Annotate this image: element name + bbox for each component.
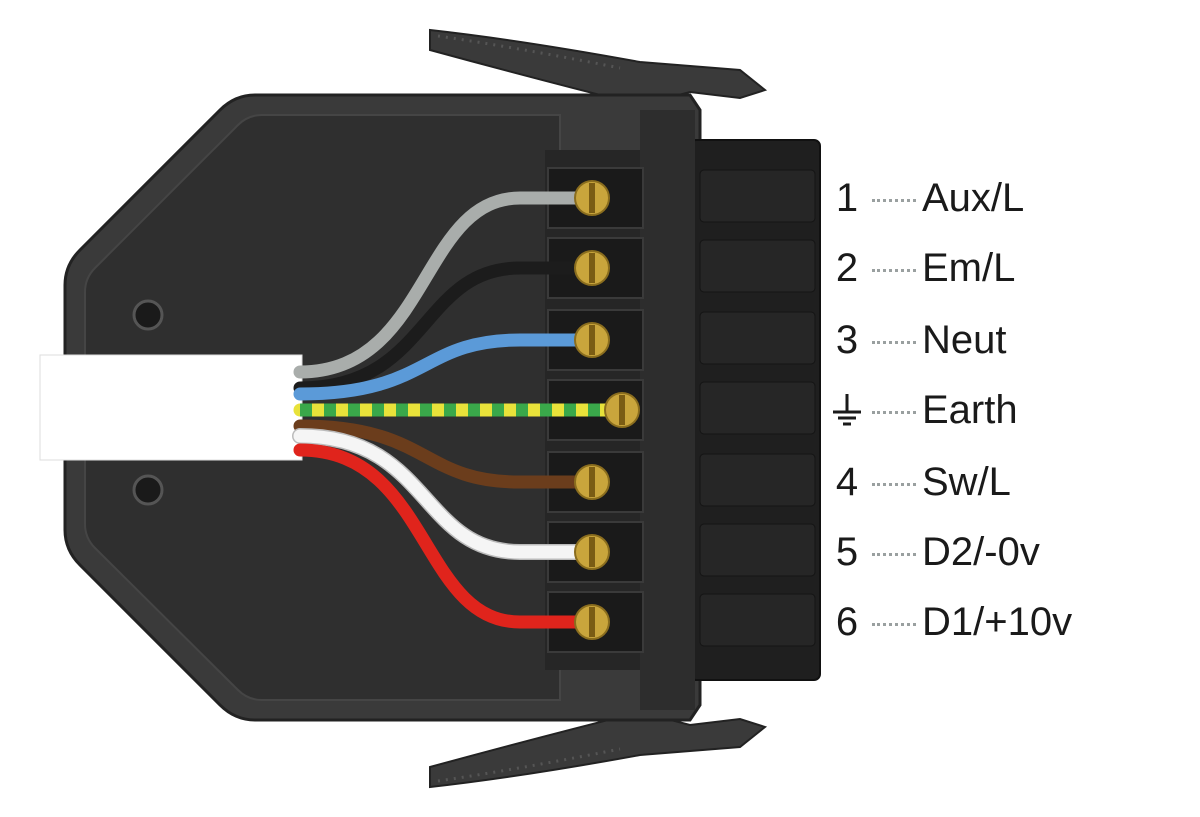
bottom-latch bbox=[429, 710, 768, 789]
leader-dots bbox=[872, 410, 916, 414]
terminal-number: 4 bbox=[835, 460, 859, 504]
leader-dots bbox=[872, 622, 916, 626]
terminal-label-row: 3 Neut bbox=[828, 315, 1007, 365]
wire-black bbox=[293, 261, 589, 395]
screw-icon bbox=[574, 604, 610, 640]
terminal-name: Aux/L bbox=[922, 176, 1025, 220]
screw-icon bbox=[604, 392, 640, 428]
wire-brown bbox=[293, 419, 589, 489]
connector-rib bbox=[699, 523, 816, 577]
leader-dots bbox=[872, 268, 916, 272]
terminal-label-row: Earth bbox=[828, 385, 1018, 435]
terminal-label-row: 4 Sw/L bbox=[828, 457, 1011, 507]
wire-grey bbox=[293, 191, 589, 379]
terminal-label-row: 5 D2/-0v bbox=[828, 527, 1040, 577]
terminal-number: 3 bbox=[835, 318, 859, 362]
connector-rib bbox=[699, 381, 816, 435]
screw-icon bbox=[574, 534, 610, 570]
terminal-number: 1 bbox=[835, 176, 859, 220]
wire-blue bbox=[293, 333, 589, 401]
terminal-label-row: 2 Em/L bbox=[828, 243, 1015, 293]
top-latch bbox=[429, 28, 768, 107]
connector-rib bbox=[699, 593, 816, 647]
terminal-name: Earth bbox=[922, 388, 1018, 432]
leader-dots bbox=[872, 552, 916, 556]
screw-icon bbox=[574, 464, 610, 500]
mounting-hole-top bbox=[132, 299, 164, 331]
screw-icon bbox=[574, 322, 610, 358]
wire-red bbox=[293, 443, 589, 629]
terminal-screws bbox=[574, 180, 640, 640]
connector-rib bbox=[699, 239, 816, 293]
terminal-number: 5 bbox=[835, 530, 859, 574]
connector-rib bbox=[699, 453, 816, 507]
terminal-name: Sw/L bbox=[922, 460, 1011, 504]
wire-white bbox=[293, 429, 589, 559]
terminal-label-row: 1 Aux/L bbox=[828, 173, 1024, 223]
terminal-name: D1/+10v bbox=[922, 600, 1073, 644]
leader-dots bbox=[872, 198, 916, 202]
terminal-number: 2 bbox=[835, 246, 859, 290]
cable-sheath bbox=[39, 354, 303, 461]
wires bbox=[292, 191, 619, 629]
connector-rib bbox=[699, 311, 816, 365]
terminal-name: D2/-0v bbox=[922, 530, 1040, 574]
earth-ground-icon bbox=[828, 390, 866, 430]
terminal-label-row: 6 D1/+10v bbox=[828, 597, 1072, 647]
connector-rib bbox=[699, 169, 816, 223]
terminal-name: Em/L bbox=[922, 246, 1016, 290]
leader-dots bbox=[872, 482, 916, 486]
terminal-name: Neut bbox=[922, 318, 1007, 362]
screw-icon bbox=[574, 250, 610, 286]
leader-dots bbox=[872, 340, 916, 344]
mounting-hole-bottom bbox=[132, 474, 164, 506]
terminal-number: 6 bbox=[835, 600, 859, 644]
screw-icon bbox=[574, 180, 610, 216]
